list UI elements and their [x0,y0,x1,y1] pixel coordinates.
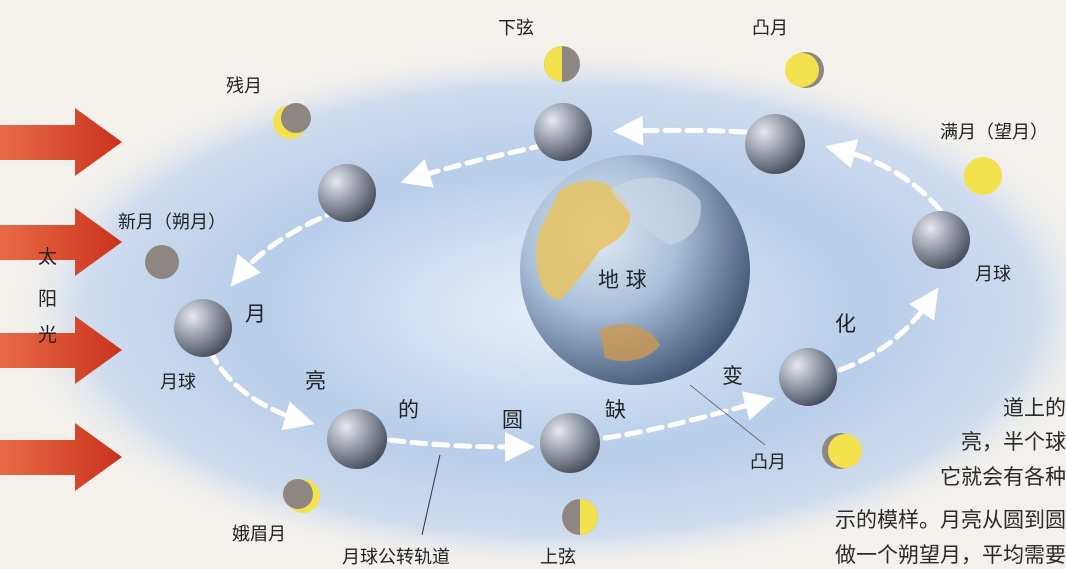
orbit-moon-nw [318,164,376,222]
orbit-pointer-line [421,454,441,536]
label-new-moon: 新月（朔月） [118,212,226,233]
side-text-line-4: 示的模样。月亮从圆到圆 [835,508,1066,532]
side-text-line-3: 它就会有各种 [940,465,1066,489]
phase-icon-new [145,245,179,279]
caption-char-5: 缺 [605,398,626,422]
orbit-moon-top-left [534,103,592,161]
earth-land-1 [536,180,631,300]
moon-label-right: 月球 [975,264,1011,285]
phase-icons [145,46,1002,535]
orbit-moons [174,103,970,473]
orbit-moon-bottom-right [779,348,837,406]
caption-char-1: 月 [245,302,266,326]
orbit-moon-left [174,299,232,357]
earth-land-2 [600,324,660,362]
orbit-arrow-top-left [400,142,548,188]
sun-arrow-1 [0,108,122,176]
orbit-arrow-nw [230,207,343,287]
orbit-moon-top-right [745,114,805,174]
label-last-quarter: 下弦 [498,18,534,39]
label-first-quarter: 上弦 [540,547,576,568]
side-text-line-5: 做一个朔望月，平均需要 [835,543,1066,567]
earth-label: 地 球 [598,268,647,292]
phase-icon-waxing-gibbous [822,433,862,469]
orbit-arrow-ne [825,139,943,213]
sun-label-char-1: 太 [38,246,58,268]
orbit-arrow-bottom-right [602,391,775,441]
label-full-moon: 满月（望月） [940,122,1048,143]
earth [520,155,750,385]
sun-arrow-3 [0,316,122,384]
orbit-arrow-top-right [613,115,748,146]
sunlight-arrows [0,108,122,491]
orbit-moon-bottom [540,413,600,473]
orbit-label: 月球公转轨道 [342,547,450,568]
phase-icon-waxing-crescent [283,479,320,513]
earth-cloud [610,177,701,245]
sun-label-char-2: 阳 [38,288,58,310]
moon-label-left: 月球 [160,372,196,393]
phase-icon-last-quarter [544,46,580,82]
side-text-line-1: 道上的 [1003,396,1066,420]
phase-icon-full [964,157,1002,195]
sun-arrow-4 [0,423,122,491]
label-waxing-crescent: 娥眉月 [232,524,286,545]
phase-icon-first-quarter [562,499,598,535]
orbit-arrow-bottom-left [387,431,535,462]
caption-char-2: 亮 [305,369,326,393]
sun-label-char-3: 光 [38,324,58,346]
orbit-arrow-sw [207,347,315,431]
orbit-arrows [207,115,943,462]
caption-char-3: 的 [398,398,419,422]
label-waning-gibbous: 凸月 [752,18,788,39]
earth-shadow-line [689,384,766,446]
side-text-line-2: 亮，半个球 [961,430,1066,454]
caption-char-6: 变 [722,364,743,388]
phase-icon-waning-crescent [273,103,311,139]
caption-char-4: 圆 [502,408,523,432]
orbit-moon-bottom-left [327,409,387,469]
label-waning-crescent: 残月 [226,76,262,97]
label-waxing-gibbous: 凸月 [750,452,786,473]
orbit-arrow-se [837,287,939,373]
sun-arrow-2 [0,208,122,276]
phase-icon-waning-gibbous [785,52,824,88]
orbit-moon-right [912,211,970,269]
caption-char-7: 化 [835,312,856,336]
